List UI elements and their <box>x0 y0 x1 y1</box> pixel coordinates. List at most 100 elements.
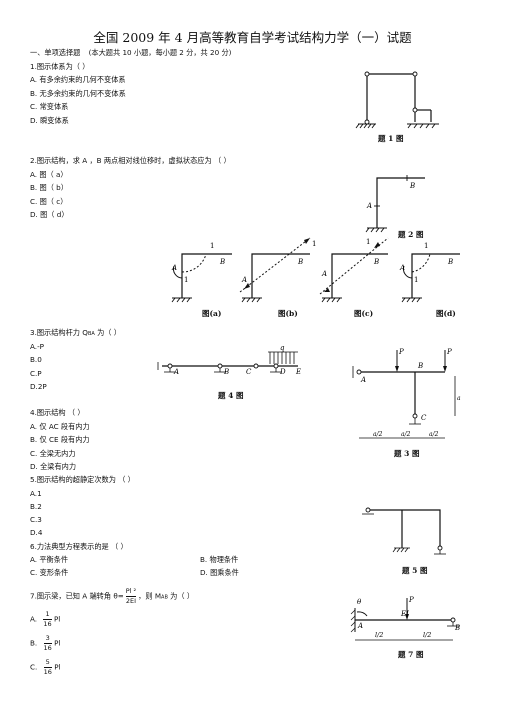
q3-option-a: A.-P <box>30 342 45 351</box>
q2-option-a: A. 图（ a） <box>30 170 68 179</box>
q3-stem-text: 3.图示结构杆力 Q <box>30 328 88 337</box>
q7-stem-c: 为（ ） <box>167 591 195 601</box>
sub-a-one-top: 1 <box>210 242 214 250</box>
q4-option-a: A. 仅 AC 段有内力 <box>30 422 90 431</box>
q6-option-d: D. 图乘条件 <box>200 568 239 577</box>
q7-c-tail: Pl <box>54 662 61 672</box>
sub-d-b: B <box>447 258 453 266</box>
sub-b-a: A <box>241 276 247 284</box>
q5-option-d: D.4 <box>30 528 43 537</box>
q7-c-num: 5 <box>45 658 50 666</box>
q3-label-b: B <box>417 362 423 370</box>
section-label: 一、单项选择题 <box>30 48 81 57</box>
q3-label-p1: P <box>398 348 404 356</box>
q7-a-tail: Pl <box>53 614 61 624</box>
page-title: 全国 2009 年 4 月高等教育自学考试结构力学（一）试题 <box>93 30 412 45</box>
sub-b-one: 1 <box>312 240 316 248</box>
sub-b-b: B <box>297 258 303 266</box>
sub-c-a: A <box>321 270 327 278</box>
q3-dim-1: a/2 <box>373 431 383 438</box>
q6-option-b: B. 物理条件 <box>200 555 239 564</box>
q4-figure: A B C D E q <box>157 344 301 376</box>
q5-option-b: B.2 <box>30 502 42 511</box>
q7-a-num: 1 <box>45 610 50 618</box>
q3-dim-2: a/2 <box>401 431 411 438</box>
q5-figure <box>362 507 446 555</box>
q5-stem: 5.图示结构的超静定次数为 （ ） <box>30 475 135 484</box>
q7-a-letter: A. <box>30 614 38 624</box>
q7-frac-den: 2EI <box>125 596 137 605</box>
q4-option-d: D. 全梁有内力 <box>30 462 77 471</box>
q2-option-b: B. 图（ b） <box>30 183 68 192</box>
q3-option-c: C.P <box>30 369 42 378</box>
q4-label-d: D <box>279 368 286 376</box>
q5-option-a: A.1 <box>30 489 42 498</box>
sub-d-one: 1 <box>414 276 418 284</box>
sub-a-one: 1 <box>184 276 188 284</box>
q7-label-b: B <box>454 624 460 632</box>
q2-label-b: B <box>409 182 415 190</box>
q6-stem: 6.力法典型方程表示的是 （ ） <box>30 542 128 551</box>
q4-option-b: B. 仅 CE 段有内力 <box>30 435 90 444</box>
q7-b-tail: Pl <box>54 638 61 648</box>
q3-label-p2: P <box>446 348 452 356</box>
q7-label-ei: EI <box>400 610 409 618</box>
section-note: (本大题共 10 小题，每小题 2 分，共 20 分) <box>88 48 232 57</box>
q1-option-d: D. 瞬变体系 <box>30 116 69 125</box>
q4-label-e: E <box>295 368 301 376</box>
sub-c-b: B <box>373 258 379 266</box>
q7-b-letter: B. <box>30 638 38 648</box>
q7-label-p: P <box>408 596 414 604</box>
q2-stem: 2.图示结构，求 A ，B 两点相对线位移时，虚拟状态应为 （ ） <box>30 156 231 165</box>
q4-label-q: q <box>280 344 285 352</box>
q1-figure <box>355 71 439 129</box>
q3-sub: BA <box>87 331 95 337</box>
q2-option-d: D. 图（ d） <box>30 210 69 219</box>
q3-figure: A B C P P a a/2 a/2 a/2 <box>352 348 461 439</box>
q4-stem: 4.图示结构 （ ） <box>30 408 85 417</box>
q4-option-c: C. 全梁无内力 <box>30 449 76 458</box>
sub-d-one-top: 1 <box>424 242 428 250</box>
q3-caption: 题 3 图 <box>394 449 420 458</box>
q2-subcaption-d: 图(d) <box>436 309 456 318</box>
sub-d-a: A <box>399 264 405 272</box>
q2-subcaption-a: 图(a) <box>202 309 222 318</box>
q7-sub: AB <box>161 594 168 601</box>
q2-main-figure: B A <box>365 175 425 233</box>
q3-label-a-dim: a <box>457 395 461 402</box>
sub-a-b: B <box>219 258 225 266</box>
q7-dim-2: l/2 <box>423 631 431 639</box>
sub-a-a: A <box>171 264 177 272</box>
q4-label-b: B <box>223 368 229 376</box>
q7-c-letter: C. <box>30 662 38 672</box>
q5-option-c: C.3 <box>30 515 42 524</box>
q2-label-a: A <box>366 202 372 210</box>
q3-stem-end: 为（ ） <box>94 328 121 337</box>
q3-option-b: B.0 <box>30 355 42 364</box>
q1-stem: 1.图示体系为（ ） <box>30 62 90 71</box>
q4-caption: 题 4 图 <box>218 391 244 400</box>
q5-caption: 题 5 图 <box>402 566 428 575</box>
q7-c-den: 16 <box>43 667 52 676</box>
q3-label-c: C <box>421 414 427 422</box>
q4-label-c: C <box>246 368 252 376</box>
q7-frac-num: Pl ² <box>125 587 137 595</box>
q3-stem: 3.图示结构杆力 QBA 为（ ） <box>30 328 121 339</box>
q1-option-a: A. 有多余约束的几何不变体系 <box>30 75 126 84</box>
q3-label-a: A <box>360 376 366 384</box>
q2-option-c: C. 图（ c） <box>30 197 68 206</box>
q7-caption: 题 7 图 <box>398 650 424 659</box>
q2-sub-figures: 1 B A 1 1 B A 1 B A 1 B A 1 <box>171 237 460 303</box>
sub-c-one: 1 <box>366 238 370 246</box>
q6-option-c: C. 变形条件 <box>30 568 69 577</box>
q3-option-d: D.2P <box>30 382 47 391</box>
q7-dim-1: l/2 <box>375 631 383 639</box>
q7-label-theta: θ <box>357 598 362 606</box>
q7-figure: θ P EI A B l/2 l/2 <box>350 596 460 641</box>
q7-a-den: 16 <box>43 619 52 628</box>
q1-option-b: B. 无多余约束的几何不变体系 <box>30 89 126 98</box>
